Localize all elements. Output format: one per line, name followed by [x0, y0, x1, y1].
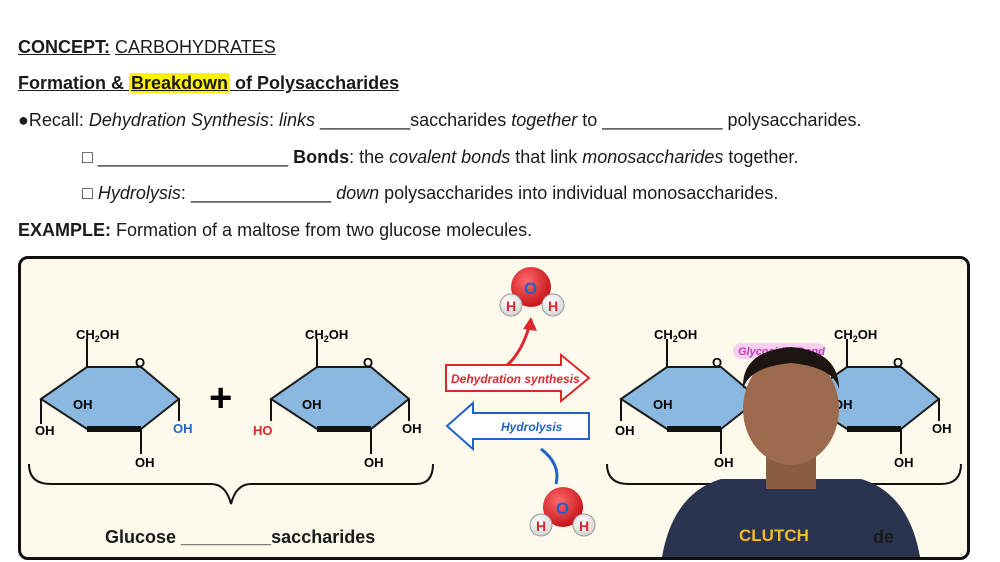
svg-text:Dehydration synthesis: Dehydration synthesis	[451, 372, 580, 386]
example-label: EXAMPLE:	[18, 220, 112, 240]
svg-text:OH: OH	[615, 423, 635, 438]
left-brace	[28, 463, 434, 505]
recall-mid: saccharides	[410, 110, 512, 130]
bonds-italic-2: monosaccharides	[582, 147, 724, 167]
curved-arrow-down	[540, 447, 559, 485]
recall-together: together	[511, 110, 578, 130]
example-text: Formation of a maltose from two glucose …	[111, 220, 533, 240]
hydrolysis-rest: polysaccharides into individual monosacc…	[379, 183, 779, 203]
curved-arrow-up	[504, 326, 531, 369]
shirt-logo: CLUTCH	[739, 526, 809, 545]
hydrolysis-term: Hydrolysis	[97, 183, 181, 203]
bonds-checkbox: □	[82, 147, 98, 167]
concept-label: CONCEPT:	[18, 37, 111, 57]
svg-text:H: H	[579, 518, 589, 534]
maltose-ring-1: CH2OH O OH OH OH	[615, 327, 761, 470]
oh-right-1: OH	[173, 421, 193, 436]
oh-bottom-1: OH	[135, 455, 155, 470]
svg-text:OH: OH	[894, 455, 914, 470]
dehydration-arrow: Dehydration synthesis	[445, 352, 591, 404]
bonds-label: Bonds	[288, 147, 350, 167]
oh-inner-2: OH	[302, 397, 322, 412]
bonds-italic-1: covalent bonds	[389, 147, 511, 167]
hydrolysis-colon: :	[180, 183, 191, 203]
concept-value: CARBOHYDRATES	[115, 37, 276, 57]
recall-line: ●Recall: Dehydration Synthesis: links __…	[18, 110, 862, 131]
svg-text:H: H	[548, 298, 558, 314]
oh-right-2: OH	[402, 421, 422, 436]
ho-left-2: HO	[253, 423, 273, 438]
concept-heading: CONCEPT: CARBOHYDRATES	[18, 37, 276, 58]
glucose-caption: Glucose _________saccharides	[105, 527, 376, 547]
hydrolysis-checkbox: □	[82, 183, 98, 203]
recall-to: to	[577, 110, 603, 130]
recall-links: links	[279, 110, 316, 130]
svg-text:O: O	[893, 355, 903, 370]
maltose-diagram: CH2OH O OH OH OH OH + CH2OH O OH HO OH O…	[28, 267, 962, 557]
svg-text:OH: OH	[932, 421, 952, 436]
example-line: EXAMPLE: Formation of a maltose from two…	[18, 220, 532, 241]
maltose-caption-partial: de	[873, 527, 895, 547]
bonds-text-1: : the	[349, 147, 390, 167]
svg-text:H: H	[506, 298, 516, 314]
svg-text:Hydrolysis: Hydrolysis	[501, 420, 563, 434]
ch2oh-label-4: CH2OH	[834, 327, 877, 344]
oh-inner-1: OH	[73, 397, 93, 412]
ch2oh-label-2: CH2OH	[305, 327, 348, 344]
svg-text:OH: OH	[653, 397, 673, 412]
water-molecule-top: O H H	[499, 267, 565, 317]
bonds-text-2: that link	[510, 147, 583, 167]
oh-bottom-2: OH	[364, 455, 384, 470]
svg-text:O: O	[524, 279, 537, 298]
svg-text:O: O	[556, 499, 569, 518]
subtitle-part2: of Polysaccharides	[230, 73, 400, 93]
recall-bullet: ●Recall:	[18, 110, 89, 130]
hydrolysis-down: down	[331, 183, 380, 203]
svg-text:H: H	[536, 518, 546, 534]
water-molecule-bottom: O H H	[529, 487, 596, 537]
ring-oxygen-2: O	[363, 355, 373, 370]
page-subtitle: Formation & Breakdown of Polysaccharides	[18, 73, 399, 94]
recall-colon: :	[269, 110, 280, 130]
oh-left-1: OH	[35, 423, 55, 438]
presenter-video: CLUTCH	[662, 347, 920, 557]
glucose-ring-1: CH2OH O OH OH OH OH	[35, 327, 193, 470]
ch2oh-label-1: CH2OH	[76, 327, 119, 344]
svg-text:OH: OH	[714, 455, 734, 470]
ch2oh-label-3: CH2OH	[654, 327, 697, 344]
ring-oxygen-1: O	[135, 355, 145, 370]
hydrolysis-arrow: Hydrolysis	[445, 400, 590, 452]
bonds-line: □ ___________________ Bonds: the covalen…	[82, 147, 798, 168]
plus-sign: +	[209, 376, 232, 420]
recall-blank-1: _________	[315, 110, 411, 130]
subtitle-highlight: Breakdown	[129, 73, 231, 93]
recall-term: Dehydration Synthesis	[88, 110, 270, 130]
diagram-panel: CH2OH O OH OH OH OH + CH2OH O OH HO OH O…	[18, 256, 970, 560]
glucose-ring-2: CH2OH O OH HO OH OH	[253, 327, 422, 470]
subtitle-part1: Formation &	[18, 73, 129, 93]
bonds-text-3: together.	[723, 147, 799, 167]
hydrolysis-line: □ Hydrolysis: ______________ down polysa…	[82, 183, 778, 204]
svg-text:O: O	[712, 355, 722, 370]
recall-end: polysaccharides.	[722, 110, 862, 130]
hydrolysis-blank: ______________	[190, 183, 332, 203]
bonds-blank: ___________________	[97, 147, 289, 167]
recall-blank-2: ____________	[602, 110, 723, 130]
